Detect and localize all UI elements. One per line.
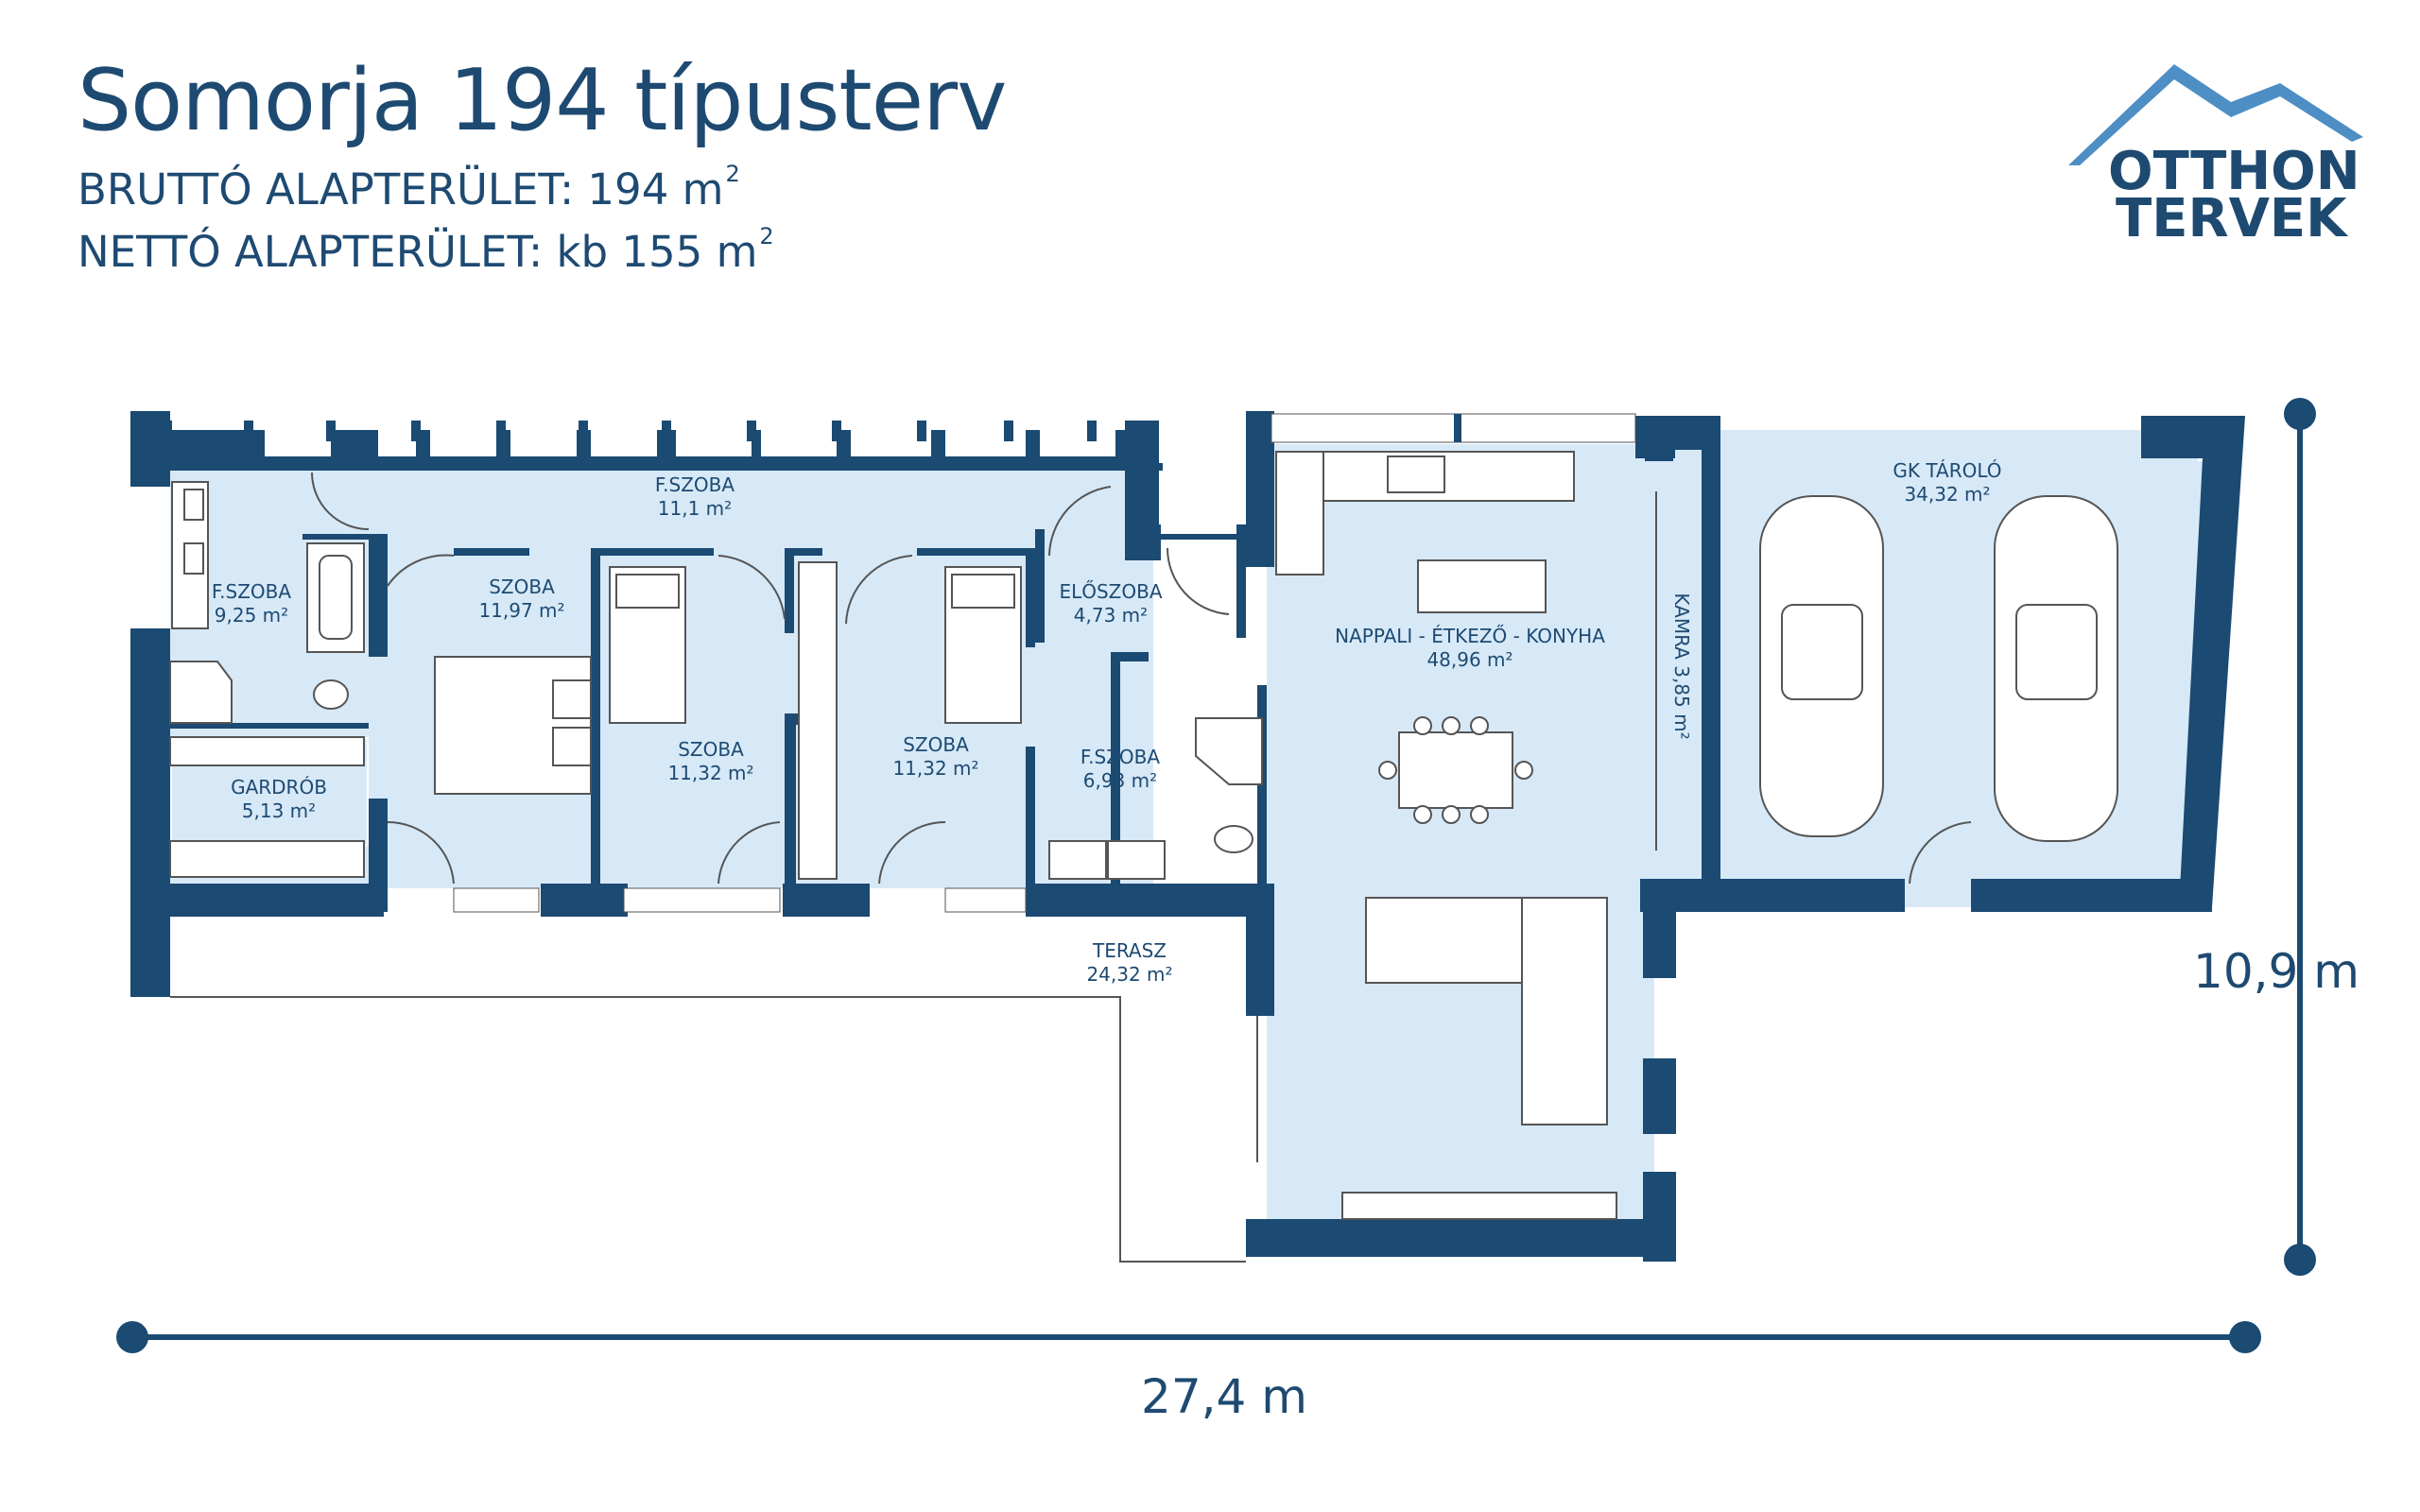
room-fszoba-left-area: 9,25 m² <box>215 604 288 627</box>
bottom-windows <box>453 887 1027 913</box>
room-fszoba-small-area: 6,93 m² <box>1083 769 1157 792</box>
room-terasz-area: 24,32 m² <box>1086 963 1172 986</box>
net-area-sup: 2 <box>759 223 774 249</box>
net-area-text: NETTÓ ALAPTERÜLET: kb 155 m <box>78 227 758 277</box>
room-gardrob-name: GARDRÓB <box>231 776 327 799</box>
room-szoba-2-area: 11,32 m² <box>667 762 753 784</box>
room-szoba-3-name: SZOBA <box>903 733 969 756</box>
width-value: 27,4 m <box>1141 1369 1307 1424</box>
width-dimension: 27,4 m <box>116 1321 2261 1424</box>
room-gardrob-area: 5,13 m² <box>242 799 316 822</box>
room-kamra-name: KAMRA 3,85 m² <box>1670 593 1693 739</box>
mountain-icon <box>2068 64 2363 165</box>
room-gk-tarolo-area: 34,32 m² <box>1904 483 1990 506</box>
window-mullions <box>163 414 1461 442</box>
room-fszoba-top-name: F.SZOBA <box>655 473 735 496</box>
plan-title: Somorja 194 típusterv <box>78 51 1007 150</box>
room-szoba-1-name: SZOBA <box>489 576 555 598</box>
room-fszoba-left-name: F.SZOBA <box>212 580 292 603</box>
room-terasz-name: TERASZ <box>1092 939 1167 962</box>
gross-area: BRUTTÓ ALAPTERÜLET: 194 m2 <box>78 163 740 211</box>
room-fszoba-small-name: F.SZOBA <box>1080 746 1161 768</box>
terrace <box>170 996 1246 1263</box>
gross-area-sup: 2 <box>725 161 740 187</box>
room-nappali-name: NAPPALI - ÉTKEZŐ - KONYHA <box>1335 625 1605 647</box>
net-area: NETTÓ ALAPTERÜLET: kb 155 m2 <box>78 225 774 273</box>
top-windows <box>180 413 1636 456</box>
room-eloszoba-area: 4,73 m² <box>1074 604 1148 627</box>
glazing <box>1256 491 1657 1162</box>
room-fszoba-top-area: 11,1 m² <box>658 497 732 520</box>
room-nappali-area: 48,96 m² <box>1426 648 1512 671</box>
logo: OTTHON TERVEK <box>2068 64 2363 249</box>
furniture <box>169 451 2118 1220</box>
room-szoba-3-area: 11,32 m² <box>892 757 978 780</box>
logo-line1: OTTHON <box>2108 141 2360 202</box>
height-value: 10,9 m <box>2193 944 2360 999</box>
room-szoba-1-area: 11,97 m² <box>478 599 564 622</box>
height-dimension: 10,9 m <box>2193 398 2360 1276</box>
room-gk-tarolo-name: GK TÁROLÓ <box>1893 459 2001 482</box>
room-labels: F.SZOBA 11,1 m² F.SZOBA 9,25 m² GARDRÓB … <box>212 459 2002 986</box>
room-szoba-2-name: SZOBA <box>678 738 744 761</box>
room-eloszoba-name: ELŐSZOBA <box>1059 580 1162 603</box>
logo-line2: TERVEK <box>2116 188 2349 249</box>
gross-area-text: BRUTTÓ ALAPTERÜLET: 194 m <box>78 164 724 215</box>
door-swings <box>311 472 1972 885</box>
